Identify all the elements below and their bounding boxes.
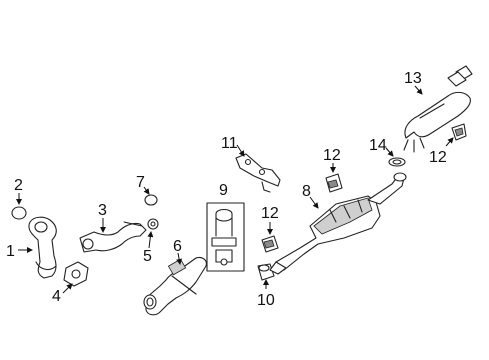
part-12-hanger-left (261, 235, 279, 253)
callout-12-left: 12 (261, 205, 279, 222)
callout-5: 5 (143, 248, 152, 265)
part-13-tailpipe (403, 65, 473, 153)
callout-4: 4 (52, 288, 61, 305)
callout-9: 9 (219, 182, 228, 199)
part-4-flange-gasket (63, 261, 89, 287)
part-6-converter (143, 256, 207, 316)
callout-2: 2 (14, 177, 23, 194)
part-8-muffler (269, 172, 407, 275)
part-3-intermediate-pipe (79, 221, 147, 253)
callout-14: 14 (369, 137, 387, 154)
part-11-hanger-bracket (235, 153, 281, 193)
part-12-hanger-right (451, 123, 467, 141)
callout-3: 3 (98, 202, 107, 219)
callout-13: 13 (404, 70, 422, 87)
callout-6: 6 (173, 238, 182, 255)
leader-lines (16, 85, 454, 294)
part-14-gasket (388, 157, 406, 167)
callout-11: 11 (221, 135, 238, 152)
callout-10: 10 (257, 292, 275, 309)
callout-8: 8 (302, 183, 311, 200)
part-10-clamp (257, 263, 275, 281)
part-2-gasket (11, 206, 27, 220)
callout-12-middle: 12 (323, 147, 341, 164)
callout-12-right: 12 (429, 149, 447, 166)
part-7-clip (144, 194, 158, 206)
part-12-hanger-middle (325, 173, 343, 193)
part-1-front-pipe (28, 216, 57, 279)
callout-1: 1 (6, 243, 15, 260)
part-9-clamp-kit (206, 202, 245, 272)
part-5-nut (147, 218, 159, 230)
callout-7: 7 (136, 174, 145, 191)
